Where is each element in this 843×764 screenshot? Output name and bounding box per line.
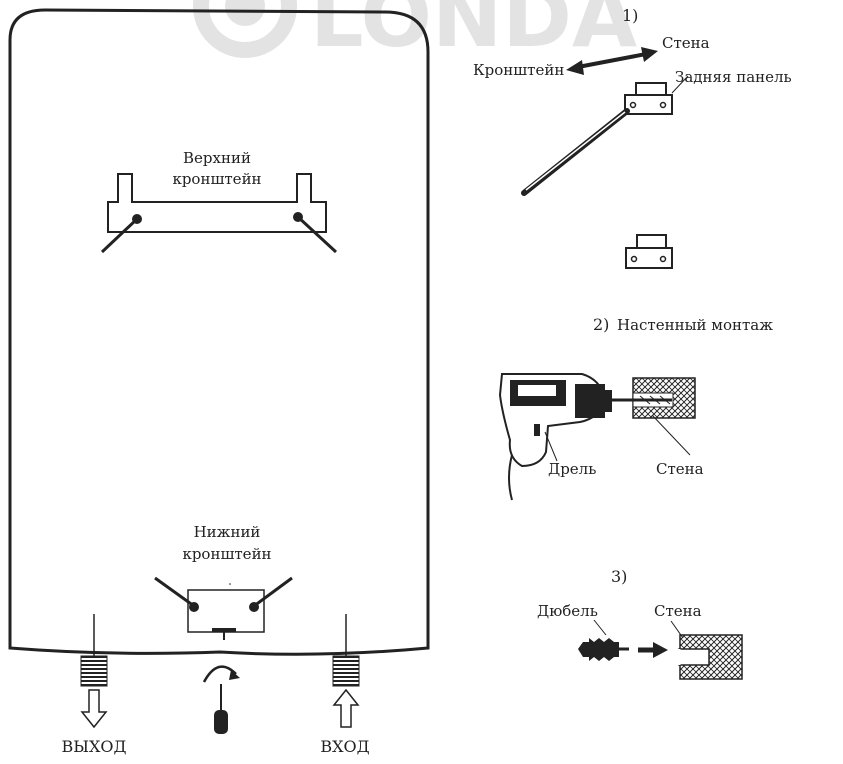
outlet-thread-icon: [80, 655, 108, 687]
upper-bracket-label-line2: кронштейн: [172, 170, 261, 188]
watermark-dot-icon: [225, 0, 265, 26]
watermark: LONDA: [193, 0, 637, 66]
drill-icon: [498, 373, 636, 501]
step2-drill-label: Дрель: [548, 460, 596, 478]
step-2: 2) Настенный монтаж Дрель Стена: [498, 315, 773, 501]
heater-body-outline: [8, 8, 430, 656]
outlet-arrow-down-icon: [80, 689, 108, 729]
step-3: 3) Дюбель Стена: [537, 567, 743, 680]
upper-bracket-label-line1: Верхний: [183, 149, 251, 167]
double-arrow-icon: [566, 47, 658, 75]
back-panel-mount-icon: [624, 82, 673, 115]
pencil-icon: [521, 108, 630, 196]
lower-bracket: [154, 576, 293, 640]
step3-number: 3): [611, 567, 627, 586]
step-1: 1) Стена Кронштейн Задняя панель: [473, 6, 792, 269]
outlet-pipe: [80, 614, 108, 729]
step1-back-panel-label: Задняя панель: [675, 68, 792, 86]
bracket-small-icon: [625, 234, 673, 269]
inlet-arrow-up-icon: [332, 688, 360, 728]
step1-number: 1): [622, 6, 638, 25]
inlet-pipe: [332, 614, 360, 728]
step2-number: 2): [593, 315, 609, 334]
watermark-ring-icon: [193, 0, 297, 58]
outlet-label: ВЫХОД: [61, 737, 126, 756]
inlet-label: ВХОД: [320, 737, 369, 756]
water-heater: Верхний кронштейн Нижний кронштейн ВЫХОД: [8, 8, 430, 756]
step3-wall-label: Стена: [654, 602, 702, 620]
wall-hole-icon: [677, 634, 743, 680]
upper-bracket: [100, 173, 338, 254]
watermark-text: LONDA: [310, 0, 637, 66]
screwdriver-icon: [202, 665, 240, 734]
dowel-icon: [578, 638, 629, 661]
wall-section-icon: [632, 377, 696, 419]
step1-wall-label: Стена: [662, 34, 710, 52]
step2-wall-label: Стена: [656, 460, 704, 478]
lower-bracket-label-line1: Нижний: [194, 523, 261, 541]
inlet-thread-icon: [332, 655, 360, 687]
step3-dowel-label: Дюбель: [537, 602, 598, 620]
lower-bracket-label-line2: кронштейн: [182, 545, 271, 563]
arrow-right-icon: [638, 642, 668, 658]
step2-title: Настенный монтаж: [617, 316, 773, 334]
step1-bracket-label: Кронштейн: [473, 61, 564, 79]
